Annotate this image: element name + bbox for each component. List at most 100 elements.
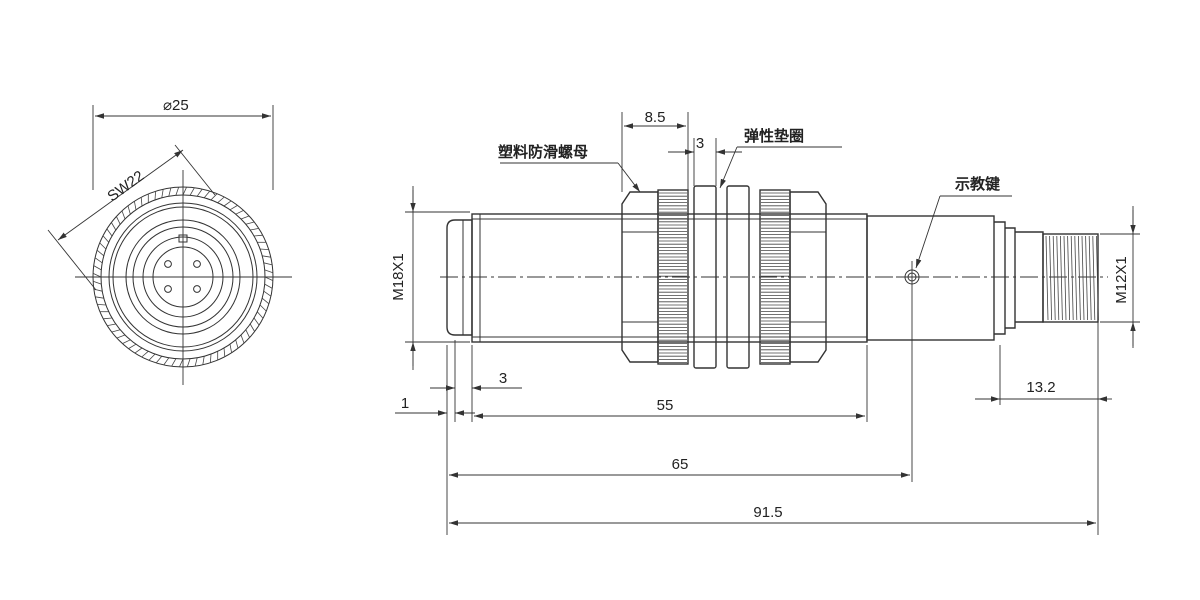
knurl-tooth bbox=[262, 255, 271, 258]
knurl-tooth bbox=[263, 262, 273, 266]
thread-line bbox=[1096, 235, 1099, 321]
knurl-tooth bbox=[141, 350, 149, 358]
knurl-tooth bbox=[175, 186, 180, 196]
knurl-tooth bbox=[94, 257, 103, 264]
knurled-nut-right bbox=[761, 192, 789, 364]
connector-thread bbox=[1045, 235, 1099, 321]
thread-label: M18X1 bbox=[390, 253, 407, 301]
thread-line bbox=[1085, 235, 1088, 321]
thread-line bbox=[1081, 235, 1085, 321]
knurl-tooth bbox=[264, 283, 273, 289]
knurl-tooth bbox=[263, 290, 272, 297]
knurl-tooth bbox=[111, 329, 121, 333]
wrench-size-label: SW22 bbox=[104, 167, 147, 205]
dim-front-lip: 1 bbox=[401, 395, 409, 412]
knurl-tooth bbox=[229, 205, 238, 211]
knurl-tooth bbox=[140, 197, 143, 207]
thread-line bbox=[1067, 235, 1070, 321]
knurl-tooth bbox=[179, 358, 184, 368]
knurl-tooth bbox=[245, 329, 250, 338]
teach-key-icon bbox=[896, 261, 928, 293]
knurl-tooth bbox=[253, 234, 263, 237]
knurl-tooth bbox=[171, 358, 177, 367]
diameter-label: ⌀25 bbox=[163, 97, 189, 114]
connector-thread-label: M12X1 bbox=[1113, 256, 1130, 304]
knurl-tooth bbox=[111, 222, 117, 231]
knurl-tooth bbox=[240, 215, 250, 220]
knurl-tooth bbox=[264, 269, 274, 274]
knurl-tooth bbox=[245, 221, 255, 225]
callout-teach-key: 示教键 bbox=[955, 175, 1000, 193]
knurl-tooth bbox=[196, 188, 203, 197]
knurl-tooth bbox=[217, 196, 225, 204]
knurl-tooth bbox=[256, 311, 264, 319]
knurl-tooth bbox=[253, 317, 260, 326]
callout-elastic-washer: 弹性垫圈 bbox=[744, 127, 804, 145]
thread-line bbox=[1060, 235, 1063, 321]
knurl-tooth bbox=[134, 201, 137, 210]
knurl-tooth bbox=[96, 249, 105, 257]
thread-line bbox=[1078, 235, 1081, 321]
knurl-tooth bbox=[134, 347, 143, 354]
knurl-tooth bbox=[259, 304, 267, 312]
callout-plastic-nut: 塑料防滑螺母 bbox=[498, 143, 588, 161]
thread-line bbox=[1049, 235, 1052, 321]
thread-line bbox=[1092, 235, 1096, 321]
dim-total-length: 91.5 bbox=[753, 504, 782, 521]
knurl-tooth bbox=[148, 353, 156, 361]
knurl-tooth bbox=[223, 347, 226, 357]
thread-line bbox=[1063, 235, 1067, 321]
knurl-tooth bbox=[128, 343, 137, 349]
thread-line bbox=[1088, 235, 1092, 321]
knurl-tooth bbox=[250, 228, 259, 231]
knurl-tooth bbox=[127, 205, 131, 215]
knurl-tooth bbox=[235, 339, 239, 349]
end-view: ⌀25 SW22 bbox=[47, 97, 292, 385]
knurl-tooth bbox=[121, 210, 126, 220]
end-view-knurl bbox=[92, 186, 274, 368]
knurl-tooth bbox=[264, 276, 274, 281]
knurl-tooth bbox=[93, 265, 102, 271]
knurl-tooth bbox=[189, 187, 195, 196]
side-view: M18X1 M12X1 8.5 3 塑料防滑螺母 弹性垫圈 示教键 bbox=[390, 109, 1140, 535]
knurl-tooth bbox=[210, 193, 218, 201]
knurl-tooth bbox=[235, 210, 244, 215]
knurl-tooth bbox=[223, 200, 232, 207]
thread-line bbox=[1070, 235, 1074, 321]
knurl-tooth bbox=[161, 189, 164, 198]
knurl-tooth bbox=[107, 323, 116, 326]
knurl-tooth bbox=[240, 334, 245, 344]
knurl-tooth bbox=[155, 355, 163, 364]
knurl-tooth bbox=[95, 296, 104, 299]
knurl-tooth bbox=[249, 323, 255, 332]
dim-washer-width: 3 bbox=[696, 135, 704, 152]
knurl-tooth bbox=[106, 228, 113, 237]
knurl-tooth bbox=[102, 235, 110, 243]
knurl-tooth bbox=[260, 248, 269, 250]
knurl-tooth bbox=[154, 191, 156, 200]
dim-nut-width: 8.5 bbox=[645, 109, 666, 126]
knurl-tooth bbox=[92, 273, 102, 278]
knurl-tooth bbox=[186, 358, 191, 368]
knurl-tooth bbox=[210, 354, 212, 363]
dim-key-position: 65 bbox=[672, 456, 689, 473]
thread-line bbox=[1074, 235, 1078, 321]
knurl-tooth bbox=[203, 190, 211, 199]
dim-connector-length: 13.2 bbox=[1026, 379, 1055, 396]
knurl-tooth bbox=[202, 356, 205, 365]
knurl-tooth bbox=[99, 242, 107, 250]
knurl-tooth bbox=[92, 280, 102, 285]
knurl-tooth bbox=[122, 339, 131, 344]
knurl-tooth bbox=[168, 187, 172, 197]
knurl-tooth bbox=[229, 344, 232, 353]
dim-body-length: 55 bbox=[657, 397, 674, 414]
knurl-tooth bbox=[182, 186, 187, 196]
knurl-tooth bbox=[116, 334, 126, 339]
dim-front-step: 3 bbox=[499, 370, 507, 387]
thread-line bbox=[1045, 235, 1049, 321]
knurl-tooth bbox=[116, 216, 121, 225]
knurl-tooth bbox=[261, 297, 270, 305]
knurl-tooth bbox=[163, 357, 170, 366]
knurl-tooth bbox=[194, 357, 198, 367]
